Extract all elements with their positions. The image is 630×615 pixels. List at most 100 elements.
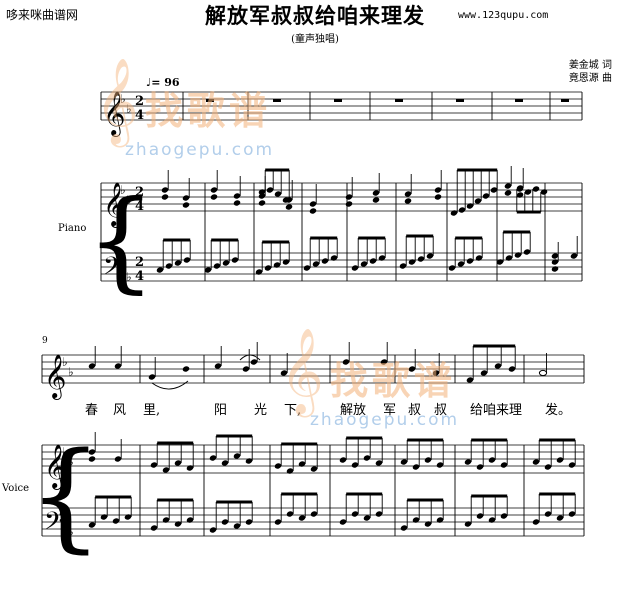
- piano-note: [488, 457, 496, 463]
- instrument-label-piano: Piano: [58, 223, 87, 234]
- tempo-marking: ♩= 96: [146, 76, 180, 89]
- key-signature-flat: ♭: [120, 260, 126, 274]
- piano-note: [482, 193, 490, 199]
- piano-bass-note: [339, 519, 347, 525]
- bass-clef: 𝄢: [44, 507, 63, 542]
- time-signature-denominator: 4: [135, 269, 144, 284]
- score-subtitle: (童声独唱): [291, 34, 339, 45]
- chord-note: [88, 449, 96, 455]
- piano-bass-note: [310, 511, 318, 517]
- vocal-note: [508, 366, 516, 372]
- chord-note: [516, 192, 524, 198]
- chord-note: [210, 194, 218, 200]
- piano-bass-note: [369, 258, 377, 264]
- piano-bass-note: [400, 525, 408, 531]
- chord-note: [88, 456, 96, 462]
- piano-note: [458, 207, 466, 213]
- piano-bass-note: [282, 259, 290, 265]
- piano-note: [274, 463, 282, 469]
- chord-note: [345, 201, 353, 207]
- piano-bass-note: [298, 515, 306, 521]
- key-signature-flat: ♭: [62, 445, 68, 459]
- piano-bass-note: [273, 262, 281, 268]
- chord-note: [372, 197, 380, 203]
- piano-bass-note: [321, 258, 329, 264]
- piano-bass-note: [568, 511, 576, 517]
- piano-note: [351, 462, 359, 468]
- piano-note: [412, 464, 420, 470]
- piano-note: [339, 457, 347, 463]
- piano-bass-note: [360, 261, 368, 267]
- piano-note: [245, 458, 253, 464]
- grand-staff-brace: {: [86, 176, 156, 304]
- whole-rest: [456, 99, 464, 102]
- vocal-note: [432, 370, 440, 376]
- piano-bass-note: [412, 517, 420, 523]
- chord-note: [504, 183, 512, 189]
- piano-note: [282, 197, 290, 203]
- piano-note: [233, 453, 241, 459]
- piano-bass-note: [532, 519, 540, 525]
- chord-note: [182, 195, 190, 201]
- chord-note: [551, 253, 559, 259]
- lyric-syllable: 光: [254, 403, 268, 418]
- piano-bass-note: [426, 253, 434, 259]
- chord-note: [404, 198, 412, 204]
- time-signature-denominator: 4: [135, 108, 144, 123]
- piano-note: [524, 189, 532, 195]
- piano-bass-note: [213, 263, 221, 269]
- piano-bass-note: [174, 260, 182, 266]
- site-url[interactable]: www.123qupu.com: [458, 10, 549, 21]
- piano-bass-note: [88, 522, 96, 528]
- piano-bass-note: [204, 267, 212, 273]
- piano-bass-note: [514, 252, 522, 258]
- piano-note: [466, 203, 474, 209]
- chord-note: [551, 266, 559, 272]
- whole-rest: [515, 99, 523, 102]
- lyric-syllable: 叔: [408, 403, 422, 418]
- piano-note: [298, 461, 306, 467]
- whole-rest: [206, 99, 214, 102]
- vocal-note: [148, 374, 156, 380]
- treble-clef: 𝄞: [44, 444, 66, 490]
- piano-note: [174, 460, 182, 466]
- key-signature-flat: ♭: [62, 355, 68, 369]
- chord-note: [285, 204, 293, 210]
- treble-clef: 𝄞: [103, 182, 125, 228]
- piano-bass-note: [165, 263, 173, 269]
- piano-note: [544, 464, 552, 470]
- piano-note: [516, 186, 524, 192]
- piano-bass-note: [417, 256, 425, 262]
- piano-bass-note: [312, 261, 320, 267]
- piano-bass-note: [448, 265, 456, 271]
- key-signature-flat: ♭: [126, 193, 132, 207]
- lyric-syllable: 下,: [284, 403, 302, 418]
- vocal-note: [250, 359, 258, 365]
- measure-number: 9: [42, 336, 48, 346]
- piano-bass-note: [375, 511, 383, 517]
- piano-note: [568, 462, 576, 468]
- lyric-syllable: 军: [383, 403, 397, 418]
- chord-note: [233, 193, 241, 199]
- piano-note: [476, 464, 484, 470]
- time-signature-denominator: 4: [135, 199, 144, 214]
- piano-note: [286, 468, 294, 474]
- chord-note: [233, 200, 241, 206]
- piano-bass-note: [505, 255, 513, 261]
- piano-note: [532, 186, 540, 192]
- piano-note: [221, 460, 229, 466]
- chord-note: [161, 187, 169, 193]
- vocal-note: [88, 363, 96, 369]
- chord-note: [258, 193, 266, 199]
- piano-bass-note: [556, 515, 564, 521]
- piano-note: [114, 456, 122, 462]
- lyric-syllable: 风: [113, 403, 127, 418]
- vocal-note: [280, 370, 288, 376]
- piano-note: [400, 459, 408, 465]
- piano-bass-note: [351, 511, 359, 517]
- piano-bass-note: [274, 519, 282, 525]
- key-signature-flat: ♭: [62, 515, 68, 529]
- bass-clef: 𝄢: [103, 252, 122, 287]
- piano-bass-note: [351, 265, 359, 271]
